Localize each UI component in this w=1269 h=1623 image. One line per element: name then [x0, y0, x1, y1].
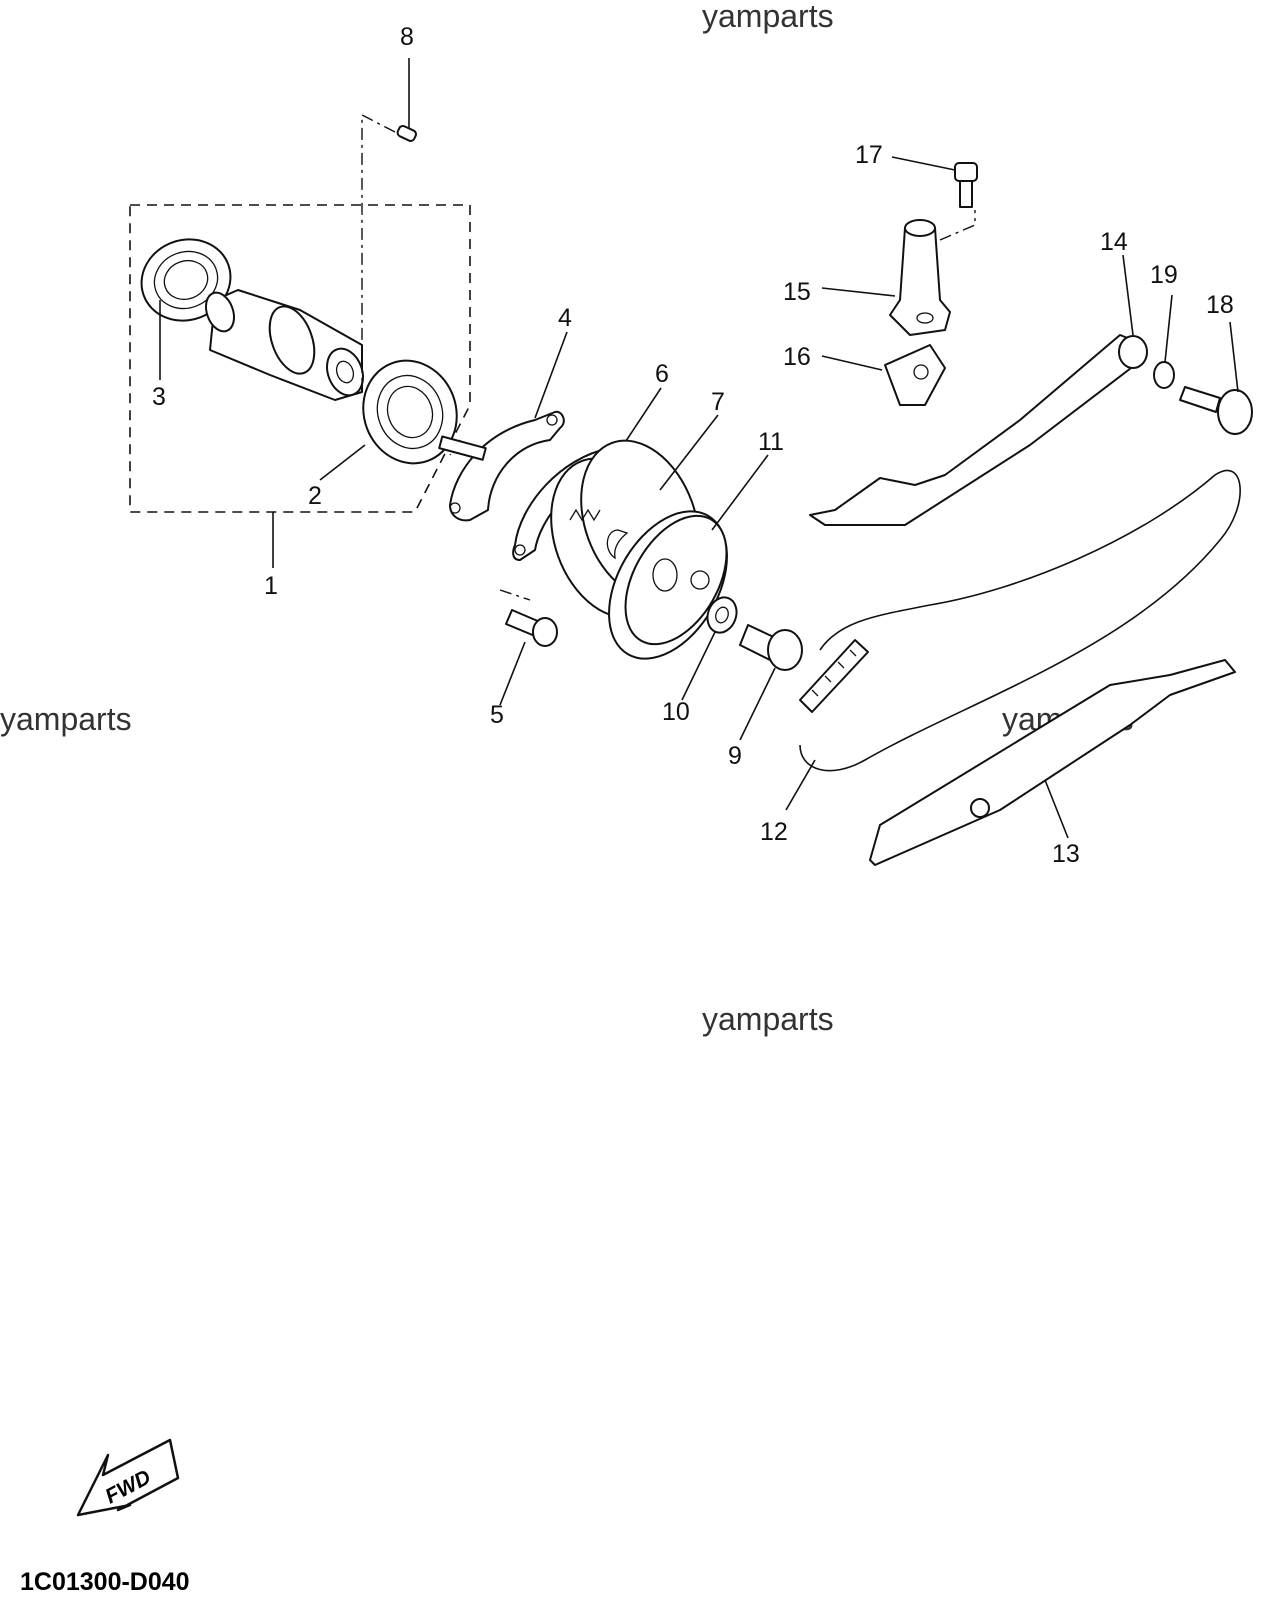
callout-6: 6 [655, 360, 669, 388]
callout-15: 15 [783, 278, 811, 306]
tensioner-guide-14 [809, 334, 1148, 526]
callout-7: 7 [711, 388, 725, 416]
bolt-9 [739, 624, 803, 671]
callout-1: 1 [264, 572, 278, 600]
dowel-pin-8 [396, 124, 417, 142]
diagram-code: 1C01300-D040 [20, 1568, 190, 1596]
bearing-2 [362, 359, 458, 465]
bolt-5 [505, 609, 558, 647]
callout-4: 4 [558, 304, 572, 332]
cam-chain-12 [799, 469, 1241, 772]
plate-11 [608, 510, 728, 660]
watermark-middle: yamparts [702, 1001, 834, 1037]
watermark-left: yamparts [0, 701, 132, 737]
assembly-1-boundary [129, 204, 471, 513]
callout-8: 8 [400, 23, 414, 51]
camshaft [204, 289, 364, 401]
callout-10: 10 [662, 698, 690, 726]
watermark-top: yamparts [702, 0, 834, 34]
callout-2: 2 [308, 482, 322, 510]
washer-10 [706, 596, 738, 634]
callout-5: 5 [490, 701, 504, 729]
callout-14: 14 [1100, 228, 1128, 256]
callout-18: 18 [1206, 291, 1234, 319]
callout-17: 17 [855, 141, 883, 169]
callout-13: 13 [1052, 840, 1080, 868]
chain-guide-13 [869, 659, 1236, 866]
callout-3: 3 [152, 383, 166, 411]
callout-19: 19 [1150, 261, 1178, 289]
gasket-16 [884, 344, 946, 406]
bolt-18 [1179, 386, 1253, 435]
plate-4 [449, 410, 565, 522]
tensioner-15 [889, 219, 951, 336]
bolt-17 [954, 162, 978, 208]
callout-12: 12 [760, 818, 788, 846]
fwd-arrow-icon: FWD [76, 1438, 180, 1517]
washer-19 [1153, 361, 1175, 389]
callout-11: 11 [758, 428, 784, 456]
callout-16: 16 [783, 343, 811, 371]
callout-9: 9 [728, 742, 742, 770]
